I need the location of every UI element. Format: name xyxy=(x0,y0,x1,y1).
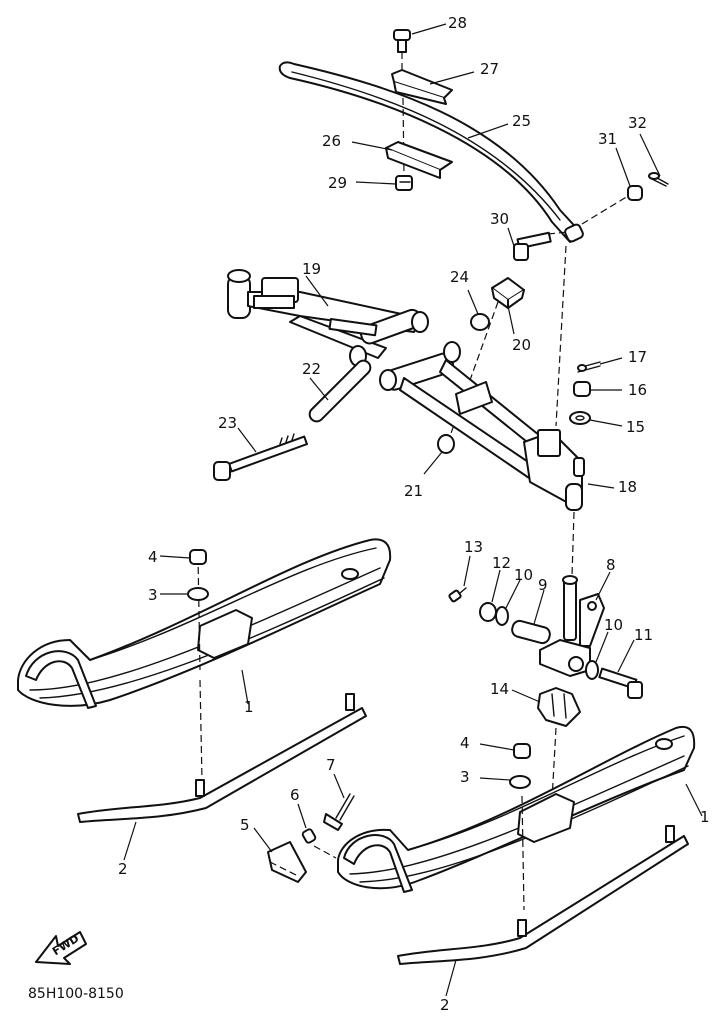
part-12-bushing xyxy=(479,602,497,622)
part-1-ski-right xyxy=(337,726,696,893)
callout-14: 14 xyxy=(490,680,509,698)
callout-15: 15 xyxy=(626,418,645,436)
part-1-ski-left xyxy=(17,538,392,709)
part-16-nut xyxy=(573,381,591,397)
callout-17: 17 xyxy=(628,348,647,366)
part-2-runner-lower xyxy=(397,825,689,965)
callout-1a: 1 xyxy=(244,698,254,716)
callout-10b: 10 xyxy=(604,616,623,634)
part-26-plate xyxy=(385,141,453,179)
part-6-rivet xyxy=(301,828,317,844)
callout-30: 30 xyxy=(490,210,509,228)
callout-7: 7 xyxy=(326,756,336,774)
callout-23: 23 xyxy=(218,414,237,432)
callout-28: 28 xyxy=(448,14,467,32)
callout-13: 13 xyxy=(464,538,483,556)
part-27-clamp xyxy=(391,69,453,105)
callout-4b: 4 xyxy=(460,734,470,752)
part-3-washer xyxy=(187,587,209,601)
callout-1b: 1 xyxy=(700,808,710,826)
callout-24: 24 xyxy=(450,268,469,286)
callout-2a: 2 xyxy=(118,860,128,878)
callout-31: 31 xyxy=(598,130,617,148)
part-7-screw xyxy=(323,793,355,831)
part-14-damper xyxy=(537,687,581,727)
part-31-nut xyxy=(627,185,643,201)
part-28-bolt xyxy=(393,29,411,53)
callout-32: 32 xyxy=(628,114,647,132)
callout-3b: 3 xyxy=(460,768,470,786)
callout-22: 22 xyxy=(302,360,321,378)
part-32-pin xyxy=(648,172,669,187)
part-20-stopper xyxy=(491,277,525,309)
callout-9: 9 xyxy=(538,576,548,594)
callout-27: 27 xyxy=(480,60,499,78)
callout-11: 11 xyxy=(634,626,653,644)
callout-2b: 2 xyxy=(440,996,450,1014)
part-15-washer xyxy=(569,411,591,425)
part-9-collar xyxy=(511,619,551,645)
part-30-bolt xyxy=(513,231,552,261)
part-10-washer xyxy=(495,606,509,626)
fwd-arrow-icon: FWD xyxy=(35,931,87,965)
part-4-nut xyxy=(189,549,207,565)
callout-18: 18 xyxy=(618,478,637,496)
callout-25: 25 xyxy=(512,112,531,130)
diagram-code: 85H100-8150 xyxy=(28,986,124,1002)
part-18-lower-arm xyxy=(379,341,585,511)
callout-10a: 10 xyxy=(514,566,533,584)
callout-3a: 3 xyxy=(148,586,158,604)
part-19-upper-arm xyxy=(227,269,429,367)
part-24-bushing xyxy=(470,313,490,331)
callout-20: 20 xyxy=(512,336,531,354)
callout-29: 29 xyxy=(328,174,347,192)
callout-26: 26 xyxy=(322,132,341,150)
callout-21: 21 xyxy=(404,482,423,500)
part-11-bolt xyxy=(598,667,643,699)
callout-4a: 4 xyxy=(148,548,158,566)
part-25-spring xyxy=(278,61,584,243)
callout-8: 8 xyxy=(606,556,616,574)
part-29-nut xyxy=(395,175,413,191)
callout-5: 5 xyxy=(240,816,250,834)
callout-16: 16 xyxy=(628,381,647,399)
part-4-nut-lower xyxy=(513,743,531,759)
part-22-shaft xyxy=(308,359,372,423)
part-17-pin xyxy=(577,361,601,373)
part-13-nipple xyxy=(448,587,467,603)
callout-12: 12 xyxy=(492,554,511,572)
callout-6: 6 xyxy=(290,786,300,804)
part-2-runner xyxy=(77,693,367,823)
part-10-washer-lower xyxy=(585,660,599,680)
part-21-bushing xyxy=(437,434,455,454)
part-5-plate xyxy=(267,841,307,883)
callout-19: 19 xyxy=(302,260,321,278)
part-3-washer-lower xyxy=(509,775,531,789)
part-23-bolt xyxy=(213,433,308,481)
part-8-spindle xyxy=(539,575,605,677)
